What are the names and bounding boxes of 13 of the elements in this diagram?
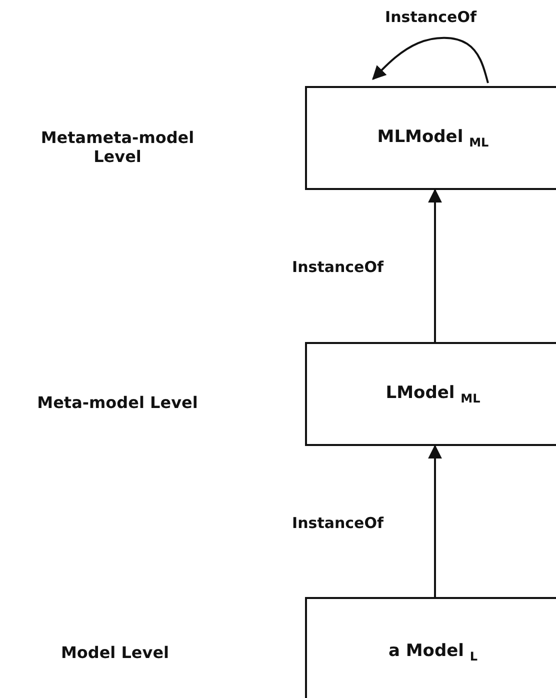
- model-box: [305, 342, 556, 446]
- model-box: [305, 597, 556, 698]
- level-label: Meta-model Level: [36, 393, 199, 412]
- arrow: [428, 188, 442, 342]
- level-label: Metameta-model Level: [40, 128, 196, 166]
- model-box: [305, 86, 556, 190]
- box-title: LModel $_{ML}$: [386, 382, 480, 406]
- box-title: a Model $_{L}$: [388, 640, 478, 664]
- box-title: MLModel $_{ML}$: [377, 126, 489, 150]
- level-label: Model Level: [60, 643, 170, 662]
- arrow: [428, 444, 442, 597]
- edge-label: InstanceOf: [292, 514, 384, 532]
- arrow: [372, 36, 489, 84]
